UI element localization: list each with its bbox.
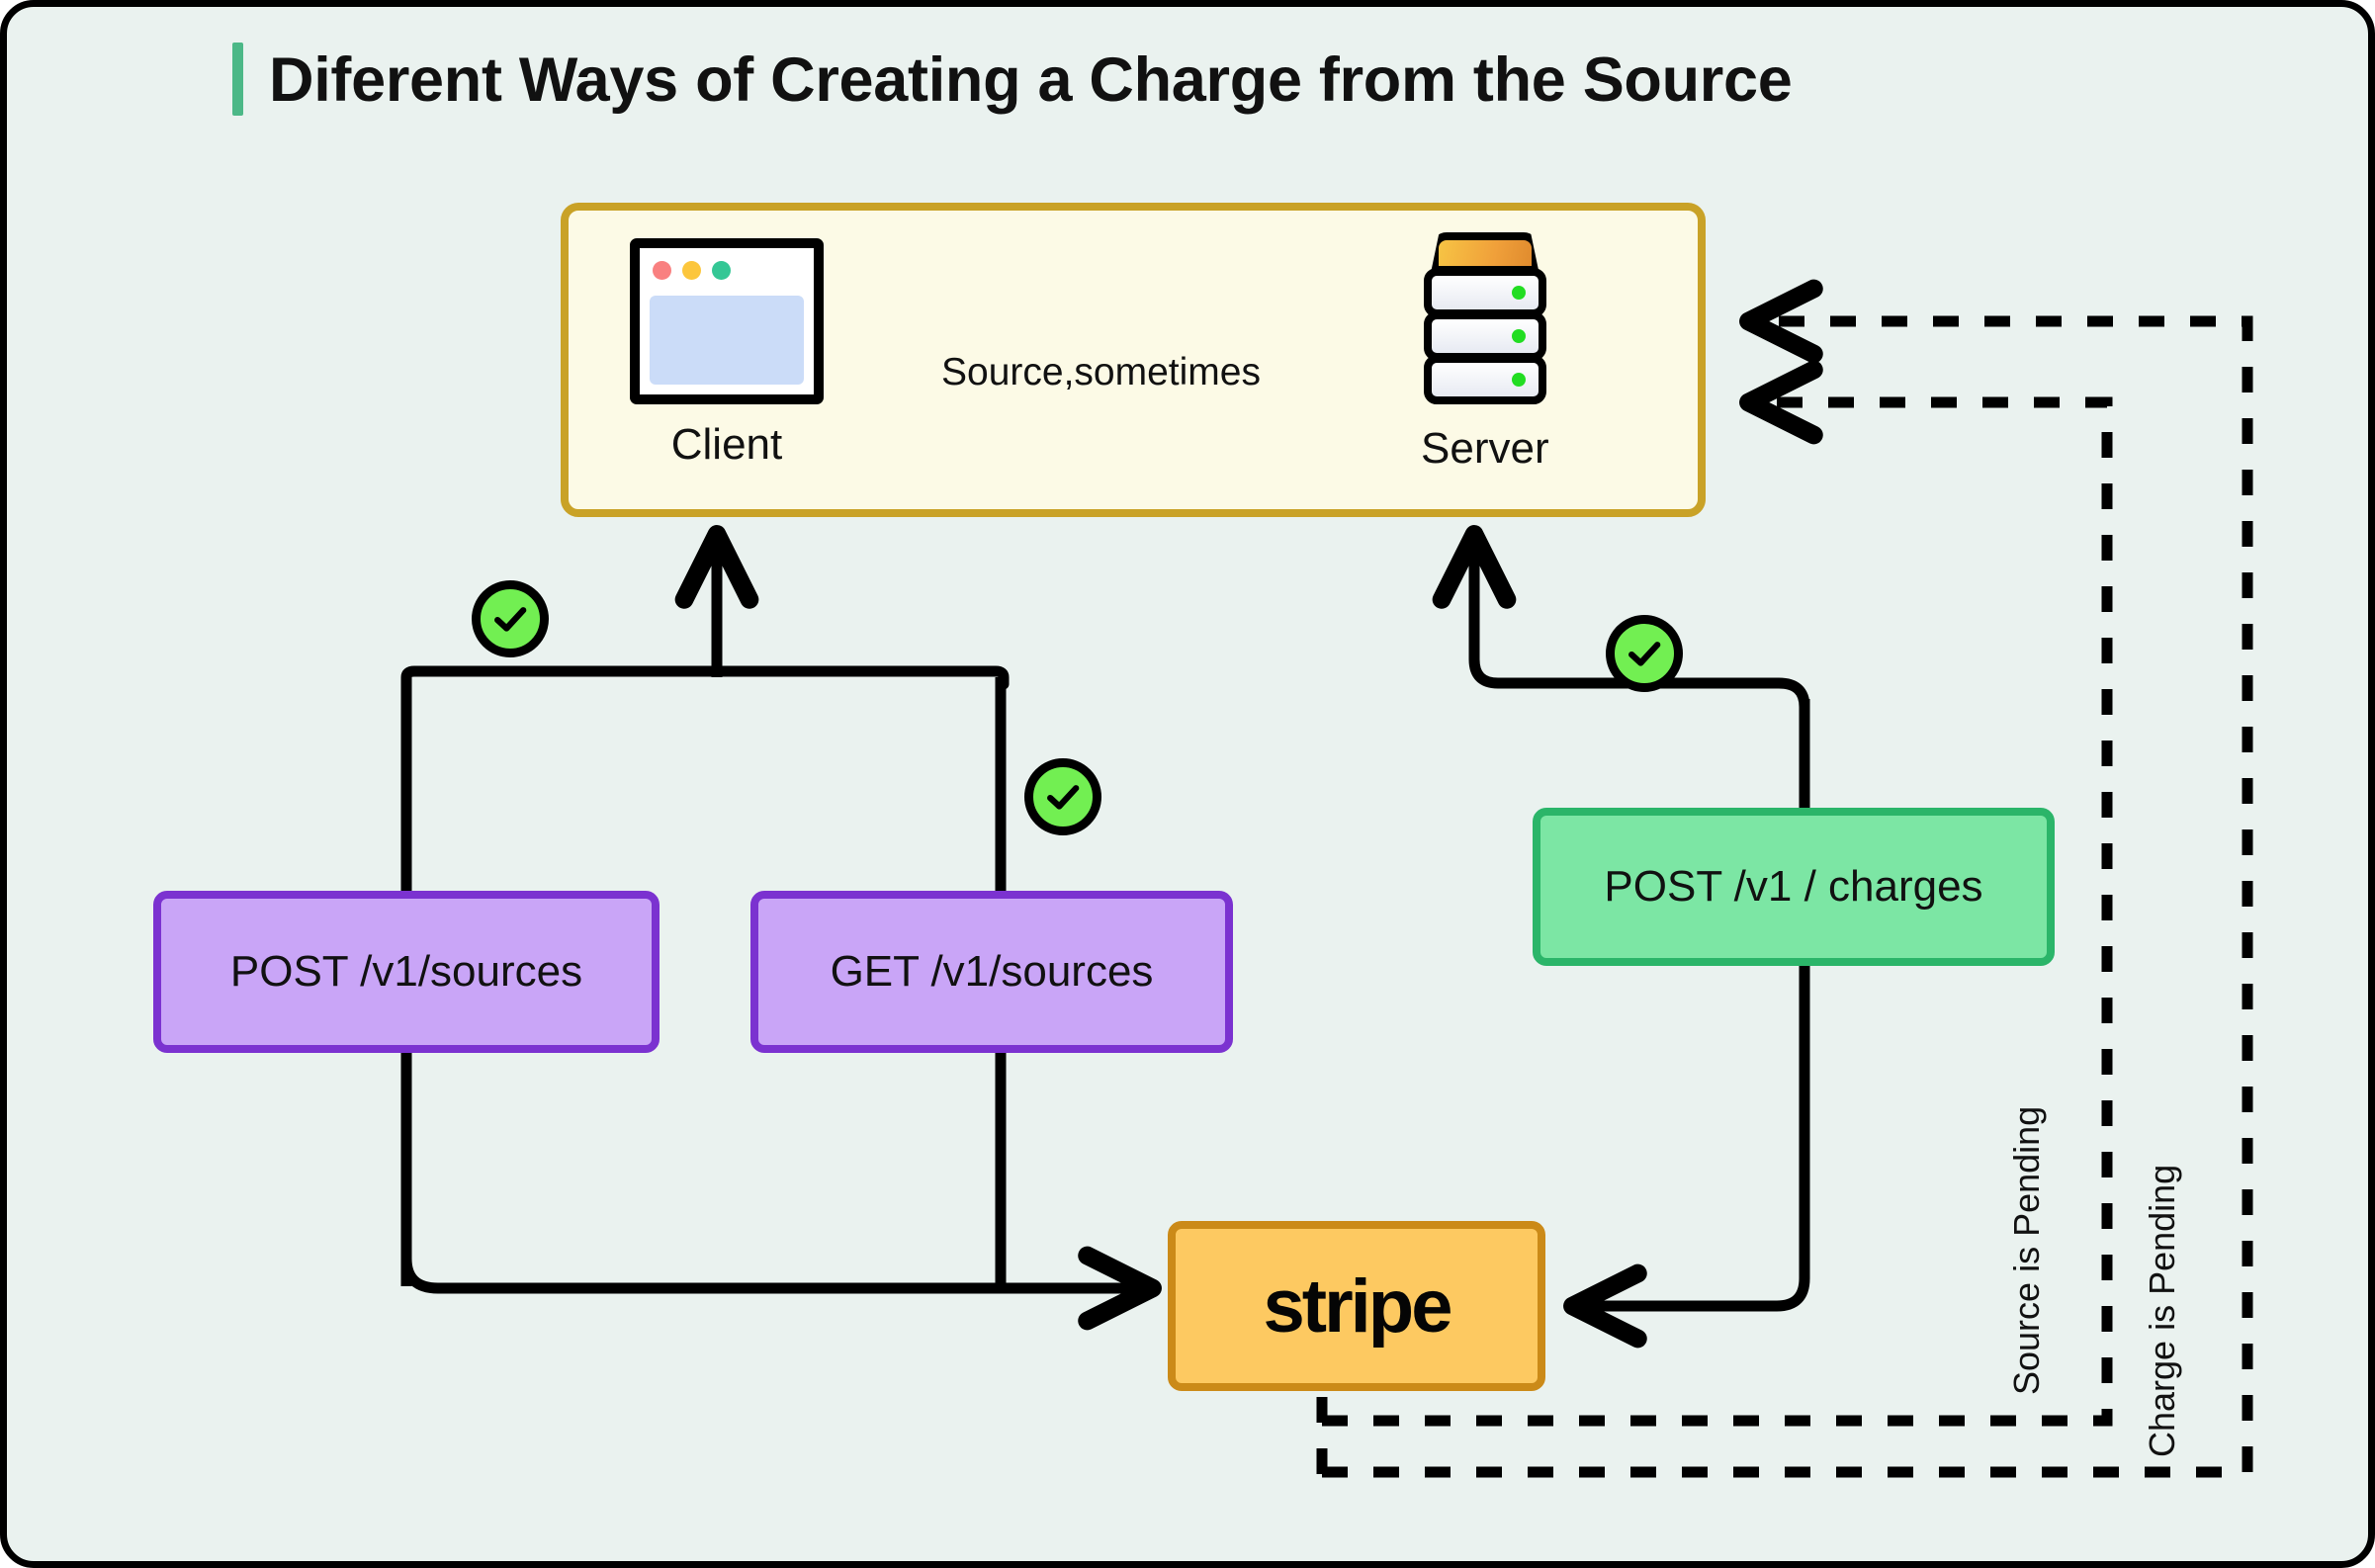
server-rack-unit (1423, 311, 1546, 361)
server-rack-unit (1423, 355, 1546, 404)
server-rack-unit (1423, 268, 1546, 317)
edge-sources-to-stripe (400, 1246, 1162, 1331)
client-node[interactable]: Client (630, 238, 824, 470)
minimize-dot-icon (682, 261, 701, 280)
edge-label-source-sometimes: Source,sometimes (941, 351, 1261, 393)
box-post-v1-sources[interactable]: POST /v1/sources (153, 891, 660, 1053)
box-post-v1-charges[interactable]: POST /v1 / charges (1533, 808, 2055, 966)
client-label: Client (670, 420, 783, 469)
server-rack-icon (1423, 232, 1546, 408)
check-circle-icon (1024, 758, 1101, 835)
box-stripe[interactable]: stripe (1168, 1221, 1545, 1391)
server-label: Server (1421, 424, 1549, 473)
close-dot-icon (653, 261, 671, 280)
box-get-v1-sources[interactable]: GET /v1/sources (750, 891, 1233, 1053)
label-source-is-pending: Source is Pending (2006, 1105, 2047, 1395)
label-charge-is-pending: Charge is Pending (2142, 1164, 2182, 1457)
server-node[interactable]: Server (1421, 232, 1549, 474)
stripe-wordmark: stripe (1263, 1263, 1453, 1349)
browser-window-icon (630, 238, 824, 404)
title-row: Diferent Ways of Creating a Charge from … (232, 43, 1793, 117)
browser-viewport (650, 296, 804, 385)
check-circle-icon (472, 580, 549, 657)
page-title: Diferent Ways of Creating a Charge from … (269, 45, 1793, 115)
title-accent-bar (232, 43, 243, 117)
check-circle-icon (1606, 615, 1683, 692)
window-traffic-lights (653, 261, 731, 280)
maximize-dot-icon (712, 261, 731, 280)
client-server-container: Client Server (561, 203, 1706, 517)
